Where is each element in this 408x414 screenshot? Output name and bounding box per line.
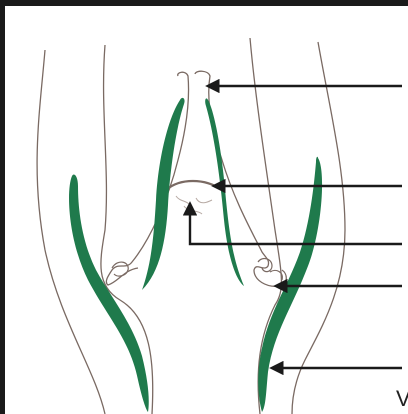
central-membrane-texture	[176, 196, 212, 214]
left-outer-outline	[37, 50, 105, 414]
left-outer-green-band	[69, 174, 149, 412]
left-inner-green-band	[142, 98, 185, 290]
right-inner-green-band	[205, 98, 244, 286]
left-inner-outline	[101, 45, 153, 414]
corner-label: V	[396, 388, 408, 410]
arrow-3	[190, 204, 402, 244]
right-outer-outline	[292, 42, 345, 414]
right-outer-green-band	[258, 157, 322, 412]
central-structure-outline	[106, 71, 286, 286]
left-lower-fold	[112, 262, 128, 276]
right-lower-fold	[258, 259, 282, 280]
central-membrane	[166, 181, 222, 190]
